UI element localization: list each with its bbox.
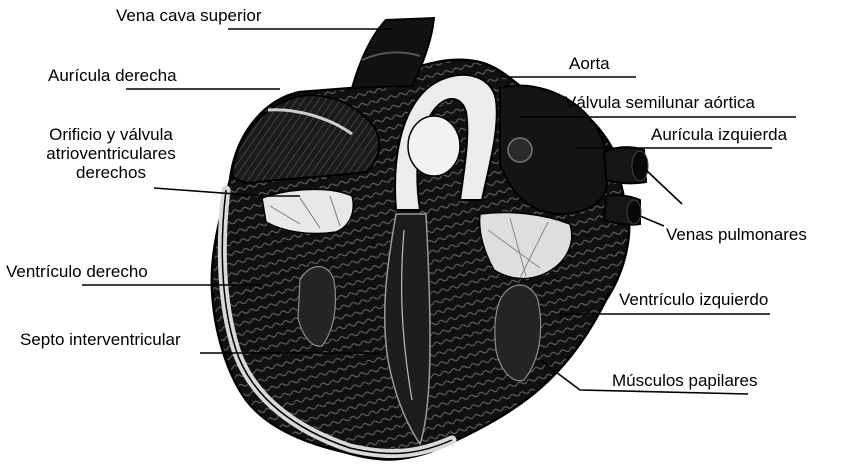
label-orificio-line1: Orificio y válvula [8,125,214,144]
label-septo-interventricular: Septo interventricular [20,330,181,349]
label-auricula-derecha: Aurícula derecha [48,66,177,85]
label-orificio-line3: derechos [8,163,214,182]
label-ventriculo-derecho: Ventrículo derecho [6,262,148,281]
label-venas-pulmonares: Venas pulmonares [666,225,807,244]
label-ventriculo-izquierdo: Ventrículo izquierdo [619,290,768,309]
label-orificio-line2: atrioventriculares [8,144,214,163]
label-auricula-izquierda: Aurícula izquierda [651,125,787,144]
label-musculos-papilares: Músculos papilares [612,371,758,390]
label-vena-cava-superior: Vena cava superior [116,6,262,25]
label-orificio-valvula: Orificio y válvula atrioventriculares de… [8,125,214,182]
label-aorta: Aorta [569,54,610,73]
label-valvula-semilunar-aortica: Válvula semilunar aórtica [565,93,755,112]
